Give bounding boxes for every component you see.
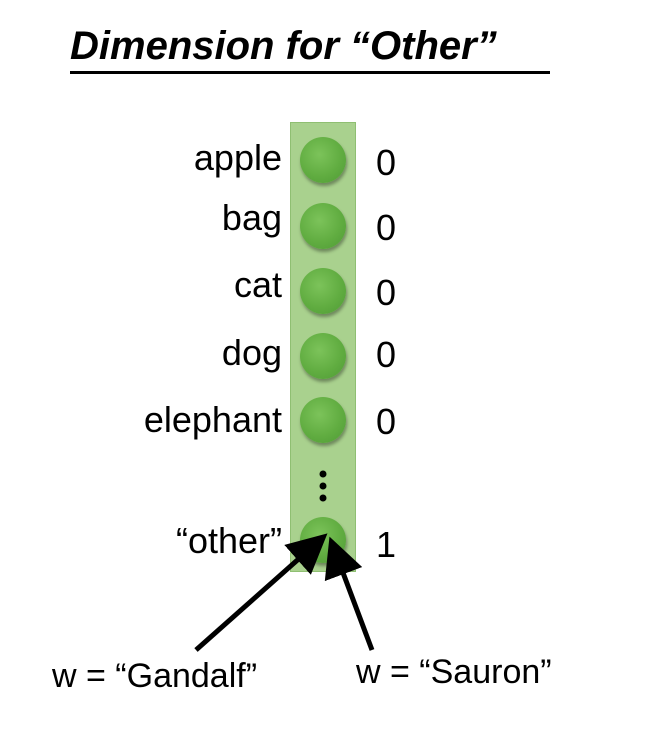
page-title: Dimension for “Other” [70,24,497,68]
vertical-ellipsis-icon [319,470,327,502]
row-value-cat: 0 [376,272,397,313]
vector-cell-elephant [300,397,346,443]
row-value-elephant: 0 [376,401,397,442]
row-label-other: “other” [175,520,282,561]
row-label-apple: apple [193,137,282,178]
vector-cell-bag [300,203,346,249]
row-value-dog: 0 [376,334,397,375]
caption-sauron: w = “Sauron” [356,653,552,691]
vector-cell-other [300,517,346,563]
row-label-elephant: elephant [143,399,282,440]
vector-cell-apple [300,137,346,183]
row-label-dog: dog [221,332,282,373]
row-value-other: 1 [376,524,397,565]
row-label-bag: bag [221,197,282,238]
caption-gandalf: w = “Gandalf” [52,657,258,695]
vector-cell-cat [300,268,346,314]
row-value-apple: 0 [376,142,397,183]
title-underline [70,71,550,74]
row-label-cat: cat [233,264,282,305]
row-value-bag: 0 [376,207,397,248]
vector-cell-dog [300,333,346,379]
